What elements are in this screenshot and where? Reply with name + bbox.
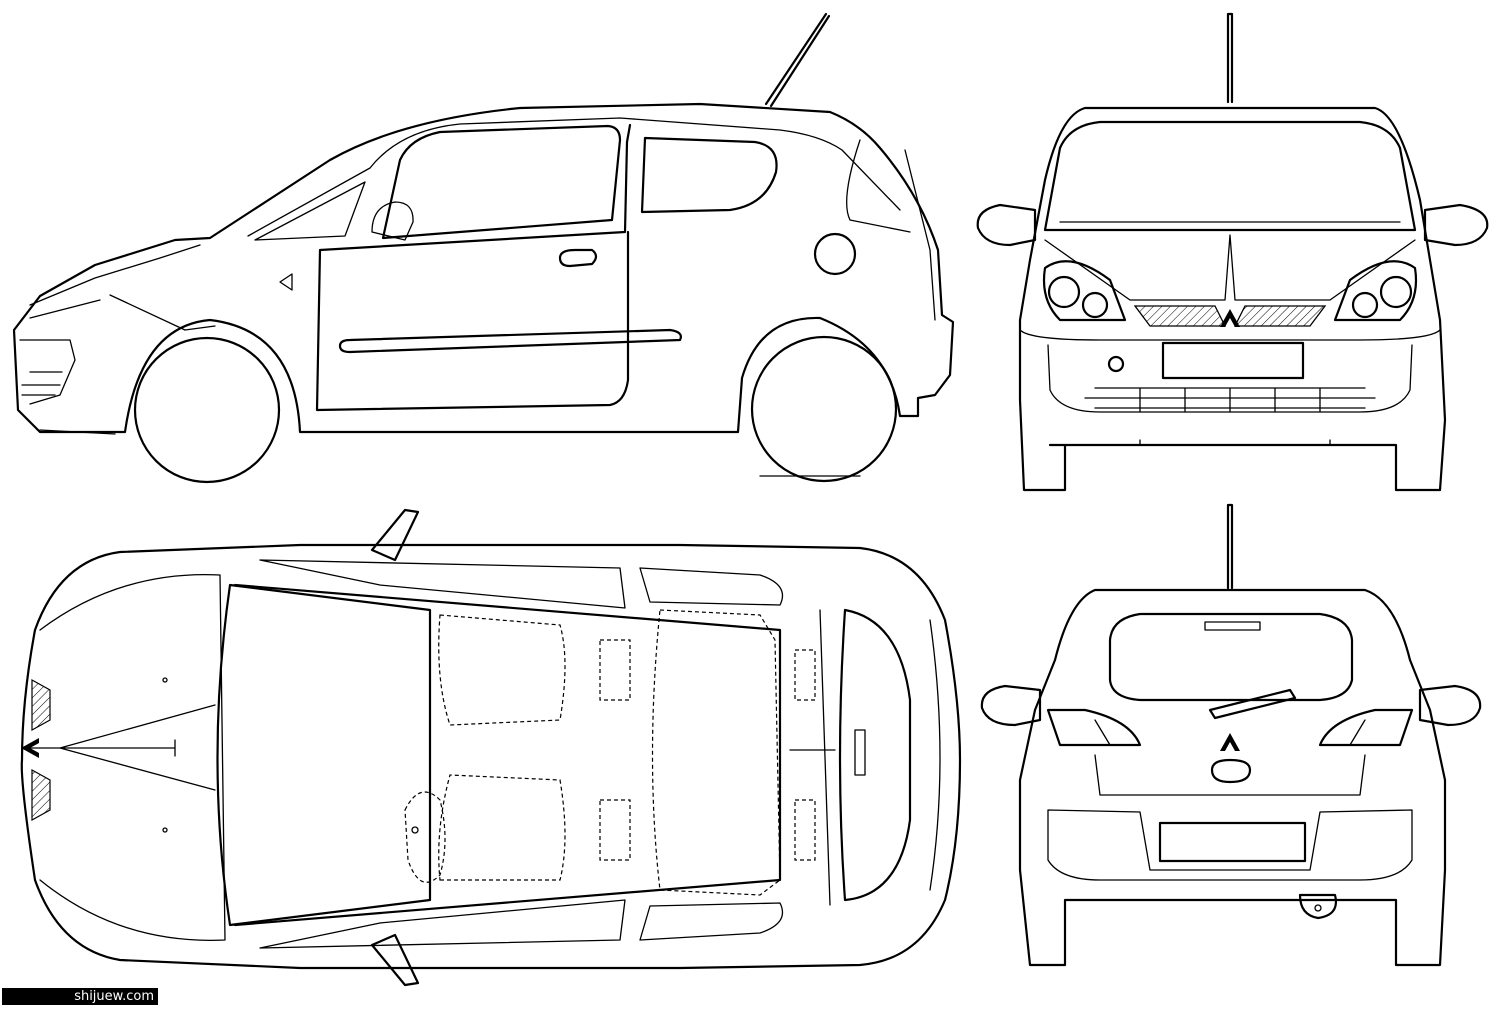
side-rear-lamp xyxy=(846,139,936,321)
top-body-outline xyxy=(20,543,962,970)
side-bumper-grille xyxy=(21,371,116,435)
side-view xyxy=(12,12,955,484)
watermark: shijuew.com xyxy=(2,988,158,1005)
rear-mirror-right xyxy=(1418,684,1482,727)
rear-window xyxy=(1108,612,1354,702)
front-lower-grille xyxy=(1084,387,1376,413)
front-windshield xyxy=(1043,120,1417,232)
watermark-text: shijuew.com xyxy=(74,989,154,1004)
rear-bumper xyxy=(1047,809,1413,881)
side-mirror xyxy=(371,201,414,241)
top-front-seat-upper xyxy=(438,614,566,726)
front-mirror-left xyxy=(976,203,1037,247)
side-body-outline xyxy=(12,102,955,434)
top-roof xyxy=(233,583,782,927)
side-door xyxy=(315,123,632,412)
top-windshield xyxy=(216,583,432,927)
top-rear-seat xyxy=(651,609,781,896)
front-license-plate xyxy=(1161,341,1305,380)
front-mirror-right xyxy=(1423,203,1489,247)
rear-body-outline xyxy=(1018,588,1447,967)
rear-mirror-left xyxy=(980,684,1042,727)
top-mirror-upper xyxy=(370,508,420,562)
rear-tailgate xyxy=(1094,754,1366,796)
side-fuel-cap xyxy=(813,232,857,276)
top-rear-glass xyxy=(838,608,912,902)
rear-logo-icon xyxy=(1220,733,1240,751)
top-mirror-lower xyxy=(370,933,420,987)
side-door-handle xyxy=(558,248,598,268)
side-front-wheel xyxy=(133,336,281,484)
side-rear-wheel xyxy=(750,335,898,483)
side-hood-line xyxy=(109,294,216,331)
side-body-trim xyxy=(338,328,682,354)
rear-license-plate xyxy=(1158,821,1307,863)
rear-antenna xyxy=(1226,503,1234,590)
rear-view xyxy=(980,503,1482,967)
front-body-outline xyxy=(1018,106,1447,492)
front-fog-light xyxy=(1107,355,1125,373)
rear-wiper xyxy=(1208,688,1297,720)
side-marker-light xyxy=(279,273,293,291)
front-antenna xyxy=(1226,12,1234,104)
top-side-window-upper xyxy=(259,559,784,609)
top-wiper xyxy=(789,729,866,776)
front-view xyxy=(976,12,1489,492)
front-logo-icon xyxy=(1220,309,1240,327)
top-front-seat-lower xyxy=(438,774,566,881)
front-hood xyxy=(1044,234,1416,301)
top-hood-outline xyxy=(39,573,226,942)
side-antenna xyxy=(764,12,831,108)
rear-lamp-left xyxy=(1046,708,1142,747)
top-view xyxy=(20,508,962,987)
side-quarter-window xyxy=(254,181,366,241)
top-side-window-lower xyxy=(259,899,784,949)
rear-tailgate-handle xyxy=(1210,758,1252,784)
side-headlamp xyxy=(19,244,201,405)
rear-lamp-right xyxy=(1318,708,1414,747)
side-window-frame xyxy=(247,117,901,237)
side-front-window xyxy=(381,124,622,240)
side-rear-window xyxy=(640,136,778,214)
front-headlamp-right xyxy=(1333,260,1418,322)
rear-tow-hook xyxy=(1298,893,1337,920)
front-headlamp-left xyxy=(1042,260,1127,322)
